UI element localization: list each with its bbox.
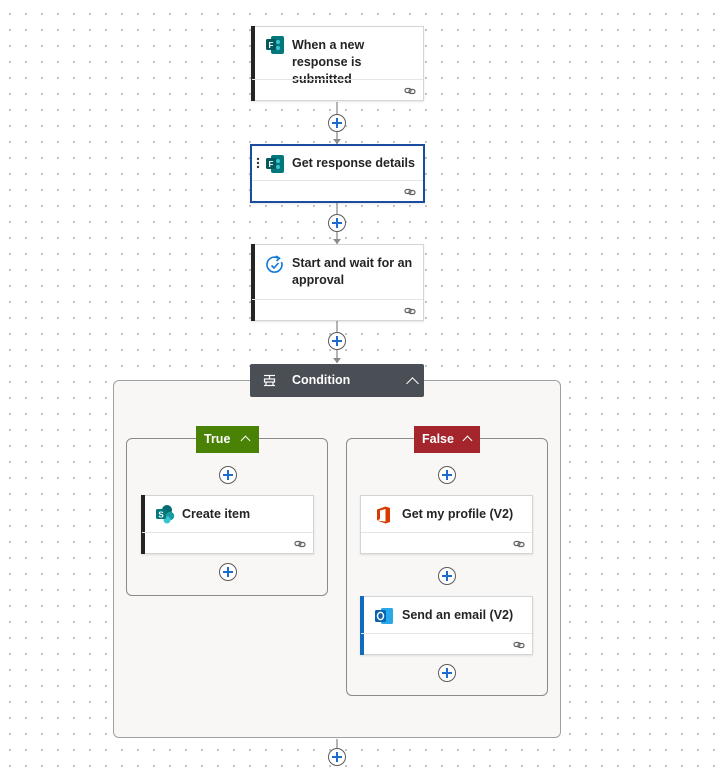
add-step-button[interactable] [328, 748, 346, 766]
card-footer [252, 299, 423, 320]
add-step-button[interactable] [438, 664, 456, 682]
card-accent-bar [251, 26, 255, 101]
approval-card[interactable]: Start and wait for an approval [251, 244, 424, 321]
add-step-button[interactable] [219, 466, 237, 484]
get-my-profile-card[interactable]: Get my profile (V2) [360, 495, 533, 554]
drag-handle-icon[interactable] [256, 157, 260, 169]
get-my-profile-title: Get my profile (V2) [402, 507, 514, 521]
card-footer [361, 633, 532, 654]
add-step-button[interactable] [438, 466, 456, 484]
link-icon [404, 87, 416, 95]
get-response-details-title: Get response details [292, 156, 415, 170]
approvals-icon [266, 255, 283, 273]
add-step-button[interactable] [328, 332, 346, 350]
microsoft-forms-icon: F [266, 36, 284, 54]
link-icon [404, 307, 416, 315]
condition-header[interactable]: Condition [250, 364, 424, 397]
svg-text:F: F [269, 41, 274, 50]
condition-icon [263, 374, 276, 387]
trigger-title: When a new response is submitted [292, 38, 365, 86]
send-email-title: Send an email (V2) [402, 608, 514, 622]
create-item-card[interactable]: S Create item [141, 495, 314, 554]
link-icon [404, 188, 416, 196]
add-step-button[interactable] [328, 114, 346, 132]
collapse-chevron-icon[interactable] [240, 435, 251, 446]
microsoft-forms-icon: F [266, 155, 284, 173]
card-accent-bar [360, 596, 364, 655]
trigger-card[interactable]: F When a new response is submitted [251, 26, 424, 101]
card-footer [142, 532, 313, 553]
outlook-icon [375, 608, 393, 624]
add-step-button[interactable] [219, 563, 237, 581]
false-branch-tag[interactable]: False [414, 426, 480, 453]
send-email-card[interactable]: Send an email (V2) [360, 596, 533, 655]
card-footer [252, 180, 423, 201]
true-branch-tag[interactable]: True [196, 426, 259, 453]
get-response-details-card[interactable]: F Get response details [250, 144, 425, 203]
card-footer [361, 532, 532, 553]
link-icon [513, 641, 525, 649]
office365-icon [377, 506, 390, 524]
create-item-title: Create item [182, 507, 251, 521]
collapse-chevron-icon[interactable] [406, 377, 419, 390]
card-footer [252, 79, 423, 100]
condition-label: Condition [292, 373, 351, 387]
card-accent-bar [141, 495, 145, 554]
card-accent-bar [251, 244, 255, 321]
svg-text:F: F [269, 160, 274, 169]
true-branch-label: True [204, 432, 231, 446]
add-step-button[interactable] [328, 214, 346, 232]
sharepoint-icon: S [156, 505, 175, 524]
collapse-chevron-icon[interactable] [462, 435, 473, 446]
link-icon [294, 540, 306, 548]
approval-title: Start and wait for an approval [292, 256, 413, 287]
svg-text:S: S [158, 511, 164, 520]
add-step-button[interactable] [438, 567, 456, 585]
false-branch-label: False [422, 432, 454, 446]
link-icon [513, 540, 525, 548]
